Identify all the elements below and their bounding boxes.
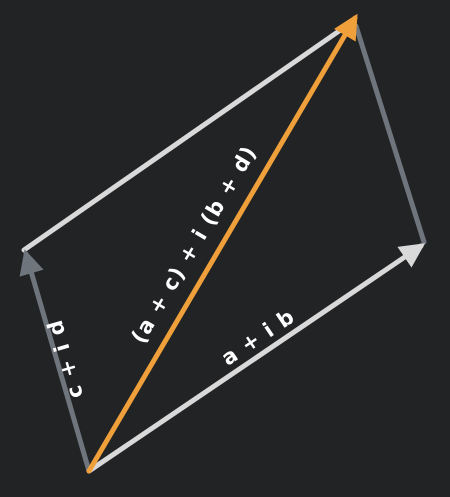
label-c-id: c + i d	[43, 317, 88, 402]
vector-a-ib	[86, 243, 426, 474]
vector-c-id	[19, 249, 92, 474]
vector-sum	[86, 13, 358, 474]
parallel-edge-c-id	[353, 23, 427, 245]
label-sum: (a + c) + i (b + d)	[126, 141, 261, 347]
parallel-edge-a-ib	[21, 19, 355, 253]
